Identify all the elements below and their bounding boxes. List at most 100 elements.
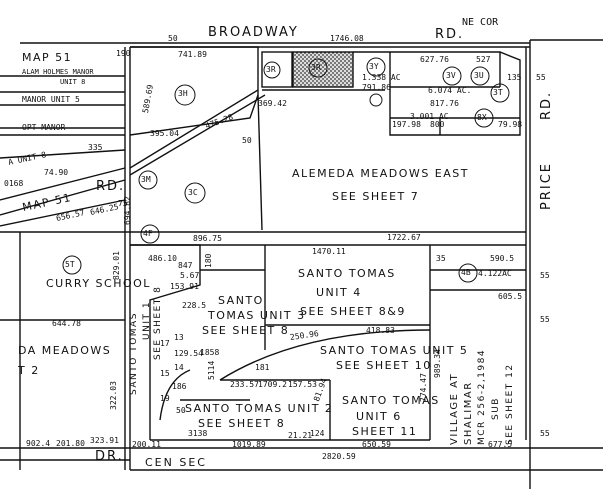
dim-174608: 1746.08: [330, 34, 364, 43]
dim-41883: 418.83: [366, 326, 395, 335]
circle-8x: [474, 108, 494, 128]
area-curry-school: CURRY SCHOOL: [46, 277, 151, 290]
area-st3-2: TOMAS UNIT 3: [208, 309, 306, 322]
dim-50-low: 50: [176, 406, 186, 415]
diagonal-line-1: [129, 94, 266, 176]
area-manor-top: ALAM HOLMES MANOR: [22, 68, 94, 76]
road-cen-sec: CEN SEC: [145, 456, 207, 469]
dim-55-bot: 55: [540, 429, 550, 438]
dim-5905: 590.5: [490, 254, 515, 263]
parcel-3c: 3C: [188, 188, 198, 197]
area-st6-3: SHEET 11: [352, 425, 418, 438]
acreage-2: 6.074 AC.: [428, 86, 472, 95]
dim-1858: 1858: [200, 348, 220, 357]
dim-19798: 197.98: [392, 120, 421, 129]
circle-3v: [442, 66, 462, 86]
circle-3t: [490, 83, 510, 103]
dim-32203: 322.03: [109, 381, 118, 410]
dim-5114: 5114: [207, 360, 216, 380]
dim-3138: 3138: [188, 429, 208, 438]
area-village-3: MCR 256-2,1984: [477, 348, 487, 445]
dim-2121: 21.21: [288, 431, 313, 440]
area-st1-a: SANTO TOMAS: [129, 312, 139, 395]
rd-diagonal-2: [0, 179, 126, 216]
area-st6-1: SANTO TOMAS: [342, 394, 440, 407]
dim-79186: 791.86: [362, 83, 391, 92]
road-price-rd: RD.: [539, 90, 554, 120]
area-map51-top: MAP 51: [22, 51, 73, 64]
dim-12954: 129.54: [174, 349, 203, 358]
parcel-3r-hatch: [292, 51, 354, 88]
dim-2285: 228.5: [182, 301, 207, 310]
st2-curve: [159, 369, 191, 421]
area-meadows-2: T 2: [18, 364, 40, 377]
parcel-3y: 3Y: [369, 62, 379, 71]
parcel-3v: 3V: [446, 71, 456, 80]
dim-800: 800: [430, 120, 445, 129]
dim-82901: 829.01: [112, 251, 121, 280]
dim-180: 180: [204, 253, 213, 268]
area-village-5: SEE SHEET 12: [505, 363, 515, 445]
dim-190: 190: [116, 49, 131, 58]
area-st4-2: UNIT 4: [316, 286, 362, 299]
area-manor-unit5: MANOR UNIT 5: [22, 95, 80, 104]
dim-6055: 605.5: [498, 292, 523, 301]
circle-3y: [366, 57, 386, 77]
area-alemeda-2: SEE SHEET 7: [332, 190, 420, 203]
dim-15753: 157.53: [288, 380, 317, 389]
parcel-3u: 3U: [474, 71, 484, 80]
dim-172267: 1722.67: [387, 233, 421, 242]
parcel-8x: 8X: [477, 113, 487, 122]
dim-567: 5.67: [180, 271, 200, 280]
area-st6-2: UNIT 6: [356, 410, 402, 423]
road-rd-left: RD.: [96, 179, 126, 194]
dim-50-top: 50: [168, 34, 178, 43]
dim-32391: 323.91: [90, 436, 119, 445]
dim-20180: 201.80: [56, 439, 85, 448]
dim-64478: 644.78: [52, 319, 81, 328]
parcel-3r-a: 3R: [266, 65, 276, 74]
dim-847: 847: [178, 261, 193, 270]
parcel-4f: 4F: [143, 229, 153, 238]
circle-5t: [62, 255, 82, 275]
area-alemeda-1: ALEMEDA MEADOWS EAST: [292, 167, 469, 180]
road-broadway: BROADWAY: [208, 25, 299, 40]
circle-3c: [184, 182, 206, 204]
dim-77447: 774.47: [419, 373, 428, 402]
acreage-4: 4.122AC: [478, 269, 512, 278]
dim-14: 14: [174, 363, 184, 372]
dim-282059: 2820.59: [322, 452, 356, 461]
dim-48610: 486.10: [148, 254, 177, 263]
circle-3h: [174, 84, 196, 106]
parcel-3r-b: 3R: [311, 63, 321, 72]
dim-0168: 0168: [4, 179, 24, 188]
circle-4b: [458, 263, 478, 283]
dim-7998: 79.98: [498, 120, 523, 129]
dim-7490: 74.90: [44, 168, 69, 177]
area-st2-1: SANTO TOMAS UNIT 2: [185, 402, 334, 415]
circle-3m: [138, 170, 158, 190]
acreage-1: 1.338 AC: [362, 73, 401, 82]
area-st1-c: SEE SHEET 8: [153, 285, 163, 360]
dim-13-1: 13: [174, 333, 184, 342]
area-st4-3: SEE SHEET 8&9: [300, 305, 406, 318]
road-dr: DR.: [95, 449, 124, 464]
dim-9024: 902.4: [26, 439, 51, 448]
area-st5-2: SEE SHEET 10: [336, 359, 432, 372]
parcel-5t: 5T: [65, 260, 75, 269]
dim-81776: 817.76: [430, 99, 459, 108]
parcel-circles: [62, 57, 510, 283]
area-village-4: SUB: [491, 397, 501, 420]
dim-135: 135: [507, 73, 522, 82]
rd-diagonal-1: [0, 167, 126, 201]
dim-181: 181: [255, 363, 270, 372]
area-manor-unit: UNIT 8: [60, 78, 86, 86]
st1-outline: [130, 244, 201, 440]
dim-36942: 369.42: [258, 99, 287, 108]
dim-69482: 694.82: [123, 196, 132, 225]
parcel-3t: 3T: [493, 88, 503, 97]
circle-3r-b: [308, 58, 328, 78]
area-village-1: VILLAGE AT: [449, 372, 460, 445]
dim-50-mid: 50: [242, 136, 252, 145]
acreage-3: 3.001 AC: [410, 112, 449, 121]
